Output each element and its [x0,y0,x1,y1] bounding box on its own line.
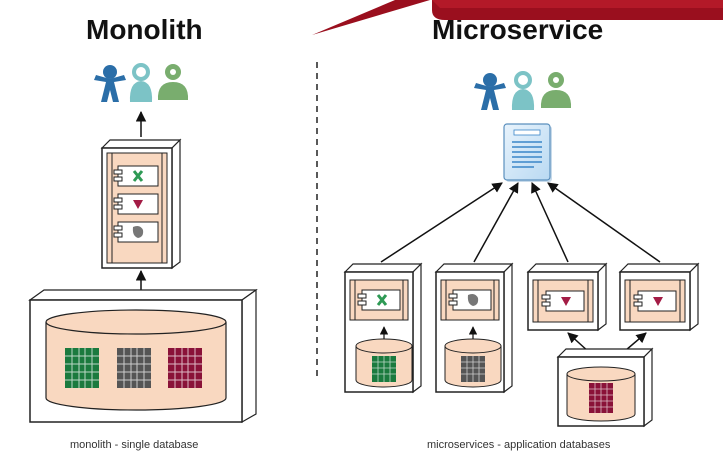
component-icon [113,193,159,215]
user-green-icon [157,64,189,100]
user-teal-icon [511,71,535,110]
user-blue-icon [94,65,126,102]
component-icon [113,221,159,243]
monolith-users [94,63,189,102]
top-banner [312,0,723,35]
table-grid-icon [372,356,396,382]
service-2 [434,262,514,394]
table-grid-icon [117,348,151,388]
service-4 [618,262,700,332]
table-grid-icon [65,348,99,388]
component-icon [448,289,492,311]
shared-database-server [556,332,654,428]
monolith-database-server [28,288,258,424]
service-3 [526,262,608,332]
component-icon [113,165,159,187]
microservice-users [474,71,572,110]
monolith-title: Monolith [86,14,203,45]
component-icon [541,290,585,312]
component-icon [633,290,677,312]
user-teal-icon [129,63,153,102]
document-icon [503,123,552,182]
microservice-arrows [380,182,661,263]
monolith-server [100,138,182,270]
service-1 [343,262,423,394]
table-grid-icon [589,383,613,413]
component-icon [357,289,401,311]
user-blue-icon [474,73,506,110]
user-green-icon [540,72,572,108]
table-grid-icon [461,356,485,382]
table-grid-icon [168,348,202,388]
